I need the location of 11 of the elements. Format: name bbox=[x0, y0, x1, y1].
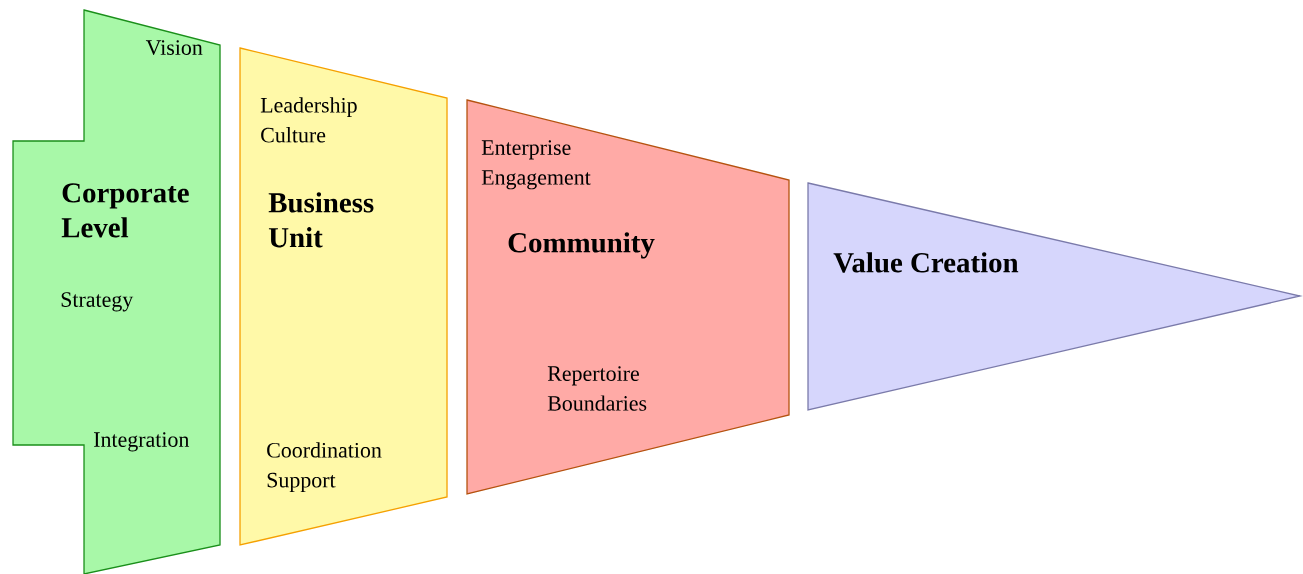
band-title: Community bbox=[508, 232, 655, 259]
band-title: Corporate Level bbox=[61, 183, 189, 238]
band-label: Enterprise Engagement bbox=[481, 140, 591, 190]
band-label: Vision bbox=[145, 40, 203, 56]
band-label: Strategy bbox=[61, 292, 134, 312]
band-label: Leadership Culture bbox=[260, 97, 357, 143]
band-title: Business Unit bbox=[268, 192, 374, 248]
band-label: Integration bbox=[94, 432, 190, 452]
band-label: Repertoire Boundaries bbox=[547, 366, 647, 411]
band-label: Coordination Support bbox=[267, 442, 382, 492]
band-title: Value Creation bbox=[833, 252, 1019, 273]
